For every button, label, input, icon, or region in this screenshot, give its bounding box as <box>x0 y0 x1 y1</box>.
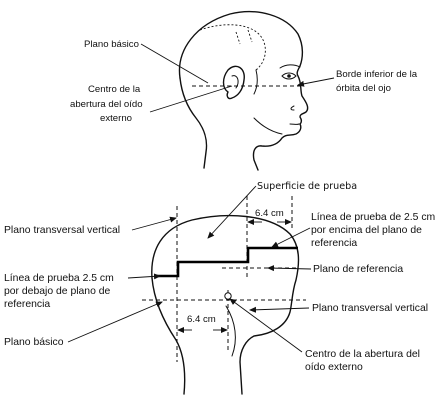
bottom-leader-ptv-right <box>250 308 309 310</box>
top-head-outline <box>179 12 307 170</box>
bottom-label-linea-debajo-line3: referencia <box>4 299 50 310</box>
bottom-headform-figure <box>142 196 306 394</box>
bottom-label-linea-debajo: Línea de prueba 2.5 cm por debajo de pla… <box>4 273 117 310</box>
bottom-label-linea-debajo-line2: por debajo de plano de <box>4 286 111 297</box>
bottom-label-centro-line2: oído externo <box>305 362 363 373</box>
bottom-leader-linea-encima <box>272 228 310 247</box>
bottom-head-back <box>152 278 185 394</box>
top-ear <box>224 66 245 98</box>
top-label-centro: Centro de la abertura del oído externo <box>70 84 145 124</box>
top-brow <box>280 65 300 68</box>
top-hairline <box>200 25 265 70</box>
bottom-label-plano-basico: Plano básico <box>4 337 64 348</box>
bottom-head-outline <box>152 216 299 394</box>
top-head-figure <box>179 12 307 170</box>
bottom-label-linea-encima-line2: por encima del plano de <box>311 225 422 236</box>
top-label-borde-line1: Borde inferior de la <box>336 69 418 80</box>
bottom-label-ptv-left: Plano transversal vertical <box>4 225 120 236</box>
bottom-dim-bottom-label: 6.4 cm <box>187 314 216 325</box>
bottom-label-plano-referencia: Plano de referencia <box>313 264 403 275</box>
bottom-neck-inner <box>226 306 235 356</box>
bottom-leader-plano-basico <box>68 302 162 342</box>
top-leader-centro <box>150 86 232 112</box>
bottom-dim-top-label: 6.4 cm <box>255 208 284 219</box>
top-jaw <box>254 118 282 134</box>
top-label-centro-line1: Centro de la <box>88 84 141 95</box>
top-leader-plano-basico <box>141 44 208 83</box>
bottom-label-ptv-right: Plano transversal vertical <box>312 303 428 314</box>
top-label-centro-line3: externo <box>100 113 132 124</box>
bottom-label-linea-encima-line3: referencia <box>311 238 357 249</box>
bottom-label-centro-line1: Centro de la abertura del <box>305 349 420 360</box>
top-nostril <box>291 106 294 110</box>
bottom-label-linea-debajo-line1: Línea de prueba 2.5 cm <box>4 273 114 284</box>
bottom-leader-ptv-left <box>132 218 176 230</box>
bottom-label-superficie: Superficie de prueba <box>257 181 357 192</box>
bottom-leader-plano-referencia <box>268 268 311 269</box>
bottom-test-line <box>154 248 298 276</box>
top-neck-back <box>180 78 207 168</box>
bottom-leader-superficie <box>208 186 256 238</box>
top-eye-pupil <box>287 74 291 78</box>
bottom-ear-opening <box>225 293 231 299</box>
bottom-label-centro: Centro de la abertura del oído externo <box>305 349 423 373</box>
top-label-borde-line2: órbita del ojo <box>336 83 391 94</box>
bottom-label-linea-encima: Línea de prueba de 2.5 cm por encima del… <box>311 212 438 249</box>
bottom-label-linea-encima-line1: Línea de prueba de 2.5 cm <box>311 212 435 223</box>
top-label-borde: Borde inferior de la órbita del ojo <box>336 69 420 94</box>
top-label-plano-basico: Plano básico <box>84 39 139 50</box>
top-leader-borde <box>298 78 334 85</box>
top-hair-detail <box>236 30 252 44</box>
top-label-centro-line2: abertura del oído <box>70 99 143 110</box>
top-sideburn <box>254 70 257 94</box>
